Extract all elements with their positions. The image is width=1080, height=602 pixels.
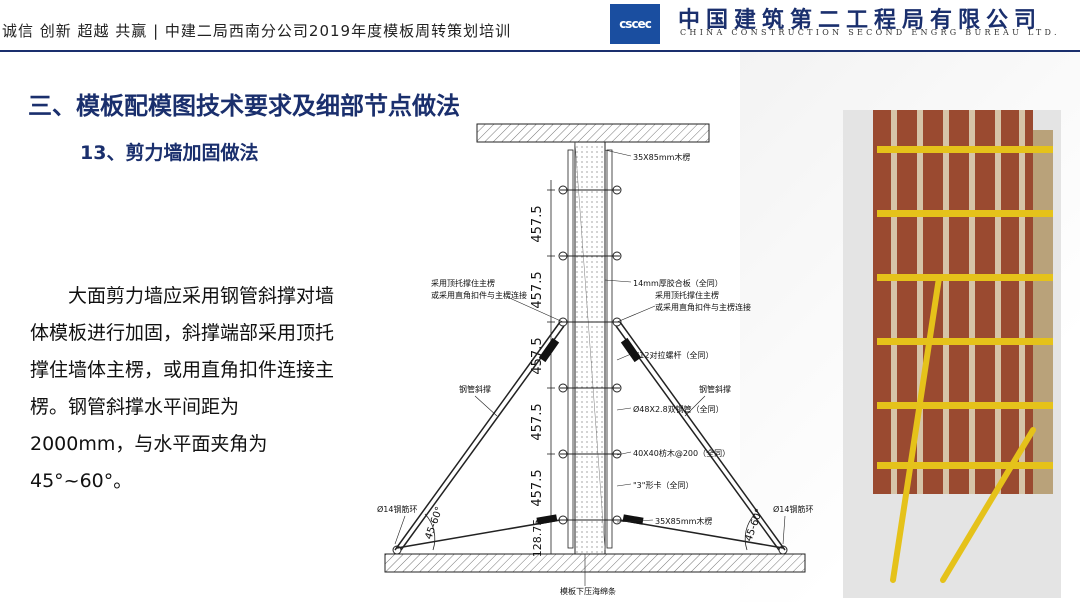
header-slogan: 诚信 创新 超越 共赢 | 中建二局西南分公司2019年度模板周转策划培训: [2, 22, 512, 40]
label-note-right-2: 或采用直角扣件与主楞连接: [655, 302, 751, 312]
sub-title: 13、剪力墙加固做法: [80, 142, 259, 164]
jack-lower-left: [536, 514, 558, 525]
body-paragraph: 大面剪力墙应采用钢管斜撑对墙体模板进行加固，斜撑端部采用顶托撑住墙体主楞，或用直…: [30, 278, 340, 500]
label-plywood: 14mm厚胶合板（全同）: [633, 278, 723, 288]
jack-upper-left: [538, 337, 560, 363]
plywood-panel: [873, 110, 1033, 494]
dim-label-1: 457.5: [530, 205, 545, 242]
vertical-timbers: [891, 110, 1025, 494]
dim-label-4: 457.5: [530, 403, 545, 440]
formwork-right: [606, 149, 613, 549]
label-square-timber: 40X40枋木@200（全同）: [633, 448, 730, 458]
bottom-slab: [384, 553, 806, 573]
leader-lines: [394, 149, 786, 586]
jack-lower-right: [622, 514, 644, 525]
paragraph-text: 大面剪力墙应采用钢管斜撑对墙体模板进行加固，斜撑端部采用顶托撑住墙体主楞，或用直…: [30, 285, 335, 492]
label-top-wood: 35X85mm木楞: [633, 152, 690, 162]
label-bottom-note: 模板下压海绵条: [560, 586, 616, 596]
waler-levels: [558, 185, 622, 525]
jack-upper-right: [620, 337, 642, 363]
top-slab: [476, 123, 710, 143]
header-bar: 诚信 创新 超越 共赢 | 中建二局西南分公司2019年度模板周转策划培训 cs…: [0, 0, 1080, 52]
ring-left: [392, 545, 402, 555]
label-clip: "3"形卡（全同）: [633, 480, 693, 490]
label-ring-right: Ø14钢筋环: [773, 504, 813, 514]
label-note-left-1: 采用顶托撑住主楞: [431, 278, 495, 288]
shear-wall-drawing: 457.5 457.5 457.5 457.5 457.5 128.75: [377, 123, 813, 596]
formwork-left: [567, 149, 574, 549]
label-note-right-1: 采用顶托撑住主楞: [655, 290, 719, 300]
header-divider: [0, 50, 1080, 52]
section-title: 三、模板配模图技术要求及细部节点做法: [28, 92, 460, 120]
dim-label-6: 128.75: [531, 519, 544, 558]
company-name-cn: 中国建筑第二工程局有限公司: [678, 7, 1043, 33]
angle-arc-right: [744, 513, 756, 551]
label-bottom-wood: 35X85mm木楞: [655, 516, 712, 526]
label-brace-right: 钢管斜撑: [699, 384, 731, 394]
label-note-left-2: 或采用直角扣件与主楞连接: [431, 290, 527, 300]
logo-text: cscec: [619, 17, 652, 31]
label-brace-left: 钢管斜撑: [459, 384, 491, 394]
steel-braces: [394, 321, 786, 551]
company-name-en: CHINA CONSTRUCTION SECOND ENGRG BUREAU L…: [680, 28, 1060, 37]
label-angle-left: 45-60°: [423, 505, 445, 541]
angle-arc-left: [424, 513, 436, 551]
dim-label-5: 457.5: [530, 469, 545, 506]
horizontal-steel-pipes: [877, 146, 1053, 469]
diagonal-braces: [890, 275, 1036, 583]
label-rod: Ø12对拉螺杆（全同）: [633, 350, 713, 360]
ring-right: [778, 545, 788, 555]
label-angle-right: 45-60°: [743, 507, 765, 543]
dim-label-2: 457.5: [530, 271, 545, 308]
label-ring-left: Ø14钢筋环: [377, 504, 417, 514]
label-steel-pipe: Ø48X2.8双钢管（全同）: [633, 404, 724, 414]
formwork-3d-illustration: [843, 110, 1061, 598]
company-logo: cscec: [610, 4, 660, 44]
